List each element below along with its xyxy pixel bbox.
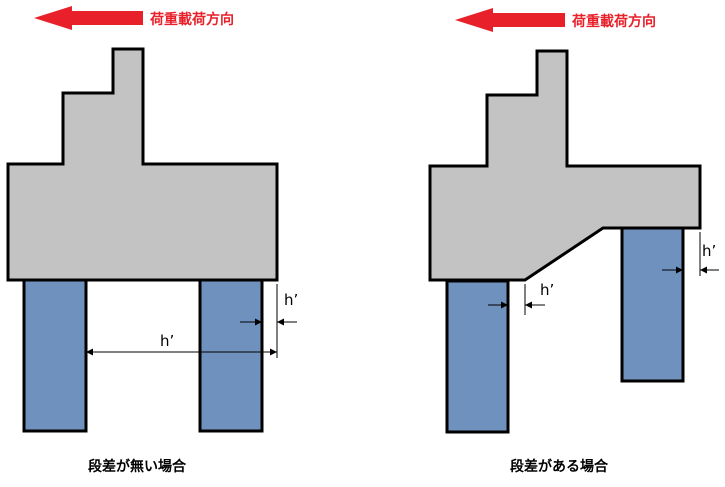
- right-column: [620, 226, 685, 383]
- load-direction-label: 荷重載荷方向: [149, 11, 234, 28]
- dimension-label-end: h’: [702, 242, 716, 260]
- pier-cap: [428, 49, 702, 282]
- left-caption: 段差が無い場合: [88, 458, 187, 475]
- pier-cap: [6, 47, 279, 282]
- load-direction-arrow: [34, 6, 143, 30]
- dimension-label-long: h’: [160, 332, 174, 350]
- dimension-label-small: h’: [284, 291, 298, 309]
- dimension-label-step: h’: [540, 281, 554, 299]
- left-column: [22, 277, 88, 433]
- left-panel: 荷重載荷方向 h’ h’ 段差が無い場合: [6, 6, 298, 475]
- left-column: [445, 279, 510, 434]
- load-direction-arrow: [455, 8, 565, 32]
- right-column: [198, 277, 264, 433]
- right-caption: 段差がある場合: [510, 458, 609, 475]
- load-direction-label: 荷重載荷方向: [571, 13, 656, 30]
- right-panel: 荷重載荷方向 h’ h’ 段差がある場合: [428, 8, 719, 475]
